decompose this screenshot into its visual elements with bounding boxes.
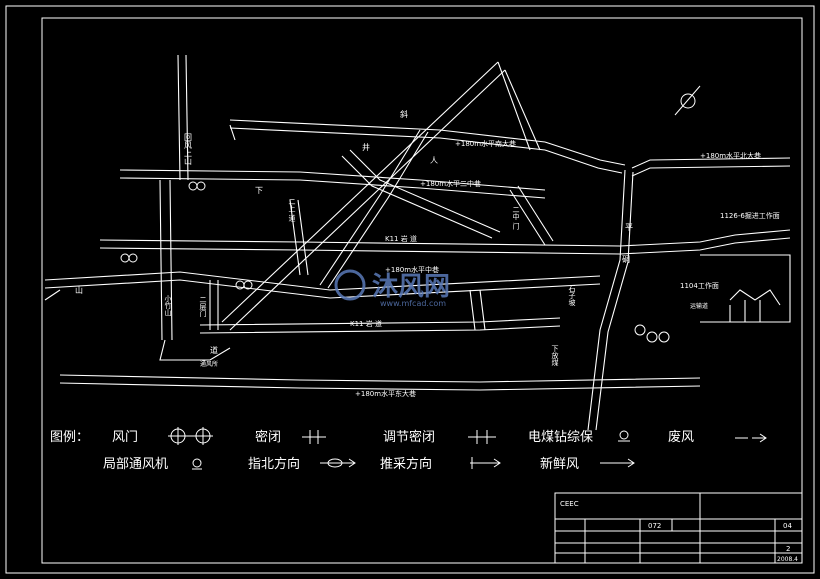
legend-regulator-label: 调节密闭: [383, 429, 435, 445]
label-road-mid: +180m水平中巷: [385, 265, 439, 274]
label-xiao-zhu: 小竹山: [164, 294, 172, 317]
label-small-road-2: 二中 门: [512, 206, 520, 230]
label-xie: 斜: [400, 109, 408, 119]
legend-title: 图例：: [50, 430, 89, 445]
watermark: 沐风网 www.mfcad.com: [334, 269, 450, 308]
local-fan-icon: [192, 458, 202, 470]
legend-drill-protector-label: 电煤钻综保: [528, 430, 593, 445]
air-door-icon: [168, 427, 213, 445]
air-door-symbols: [120, 181, 670, 343]
label-ping: 平: [625, 223, 633, 232]
watermark-title: 沐风网: [372, 272, 450, 302]
label-xia: 下: [255, 186, 263, 195]
label-zhuan-dao: 运输道: [690, 302, 708, 310]
label-tong: 硐: [622, 255, 630, 264]
label-small-road-1: 二上 道: [288, 198, 296, 222]
legend: 图例： 风门 密闭 调节密闭 电煤钻综保 废风 局部通风机 指北方向: [50, 427, 767, 472]
legend-local-fan-label: 局部通风机: [103, 457, 168, 472]
label-down-coal: 下放煤: [551, 345, 559, 367]
inner-border: [41, 17, 803, 564]
legend-north-label: 指北方向: [248, 456, 300, 472]
north-arrow-symbol: [674, 85, 701, 116]
title-block: [554, 492, 803, 564]
label-road-north: +180m水平北大巷: [700, 151, 761, 160]
legend-mining-dir-label: 推采方向: [380, 456, 432, 472]
label-k11-lower: K11 岩 道: [350, 319, 382, 328]
label-er-ceng: 二层门: [199, 296, 207, 318]
mining-direction-icon: [470, 457, 501, 469]
title-block-cell-b: 04: [783, 522, 792, 530]
label-k11-upper: K11 岩 道: [385, 234, 417, 243]
fresh-air-icon: [600, 458, 635, 468]
outer-border: [5, 5, 815, 574]
label-dao: 道: [210, 345, 218, 355]
legend-fresh-air-label: 新鲜风: [540, 456, 579, 472]
title-block-logo: CEEC: [560, 500, 579, 508]
title-block-cell-c: 2: [786, 545, 790, 553]
label-face-1126: 1126-6掘进工作面: [720, 211, 780, 220]
legend-exhaust-label: 废风: [668, 429, 694, 445]
legend-air-door-label: 风门: [112, 430, 138, 445]
label-road-second: +180m水平二中巷: [420, 179, 481, 188]
roadway-network: [44, 54, 791, 431]
label-face-1104: 1104工作面: [680, 281, 719, 290]
label-shi-wu: 石子坡: [568, 285, 576, 307]
north-arrow-icon: [320, 458, 356, 468]
label-road-east: +180m水平东大巷: [355, 389, 416, 398]
seal-icon: [302, 430, 326, 444]
watermark-url: www.mfcad.com: [380, 299, 446, 308]
title-block-cell-a: 072: [648, 522, 661, 530]
label-jing: 井: [362, 142, 370, 152]
drill-protector-icon: [618, 430, 630, 442]
label-road-south: +180m水平南大巷: [455, 139, 516, 148]
label-wind-ctrl: 通风所: [200, 360, 218, 368]
label-ren: 人: [430, 156, 438, 165]
regulator-icon: [468, 430, 496, 444]
label-huifeng: 回风上山: [184, 133, 193, 166]
roadway-labels: 回风上山 斜 井 人 山 平 硐 下 道 +180m水平南大巷 +180m水平北…: [75, 109, 780, 398]
label-shan: 山: [75, 285, 83, 295]
legend-seal-label: 密闭: [255, 429, 281, 445]
title-block-cell-d: 2008.4: [777, 556, 798, 563]
exhaust-air-icon: [735, 433, 767, 443]
